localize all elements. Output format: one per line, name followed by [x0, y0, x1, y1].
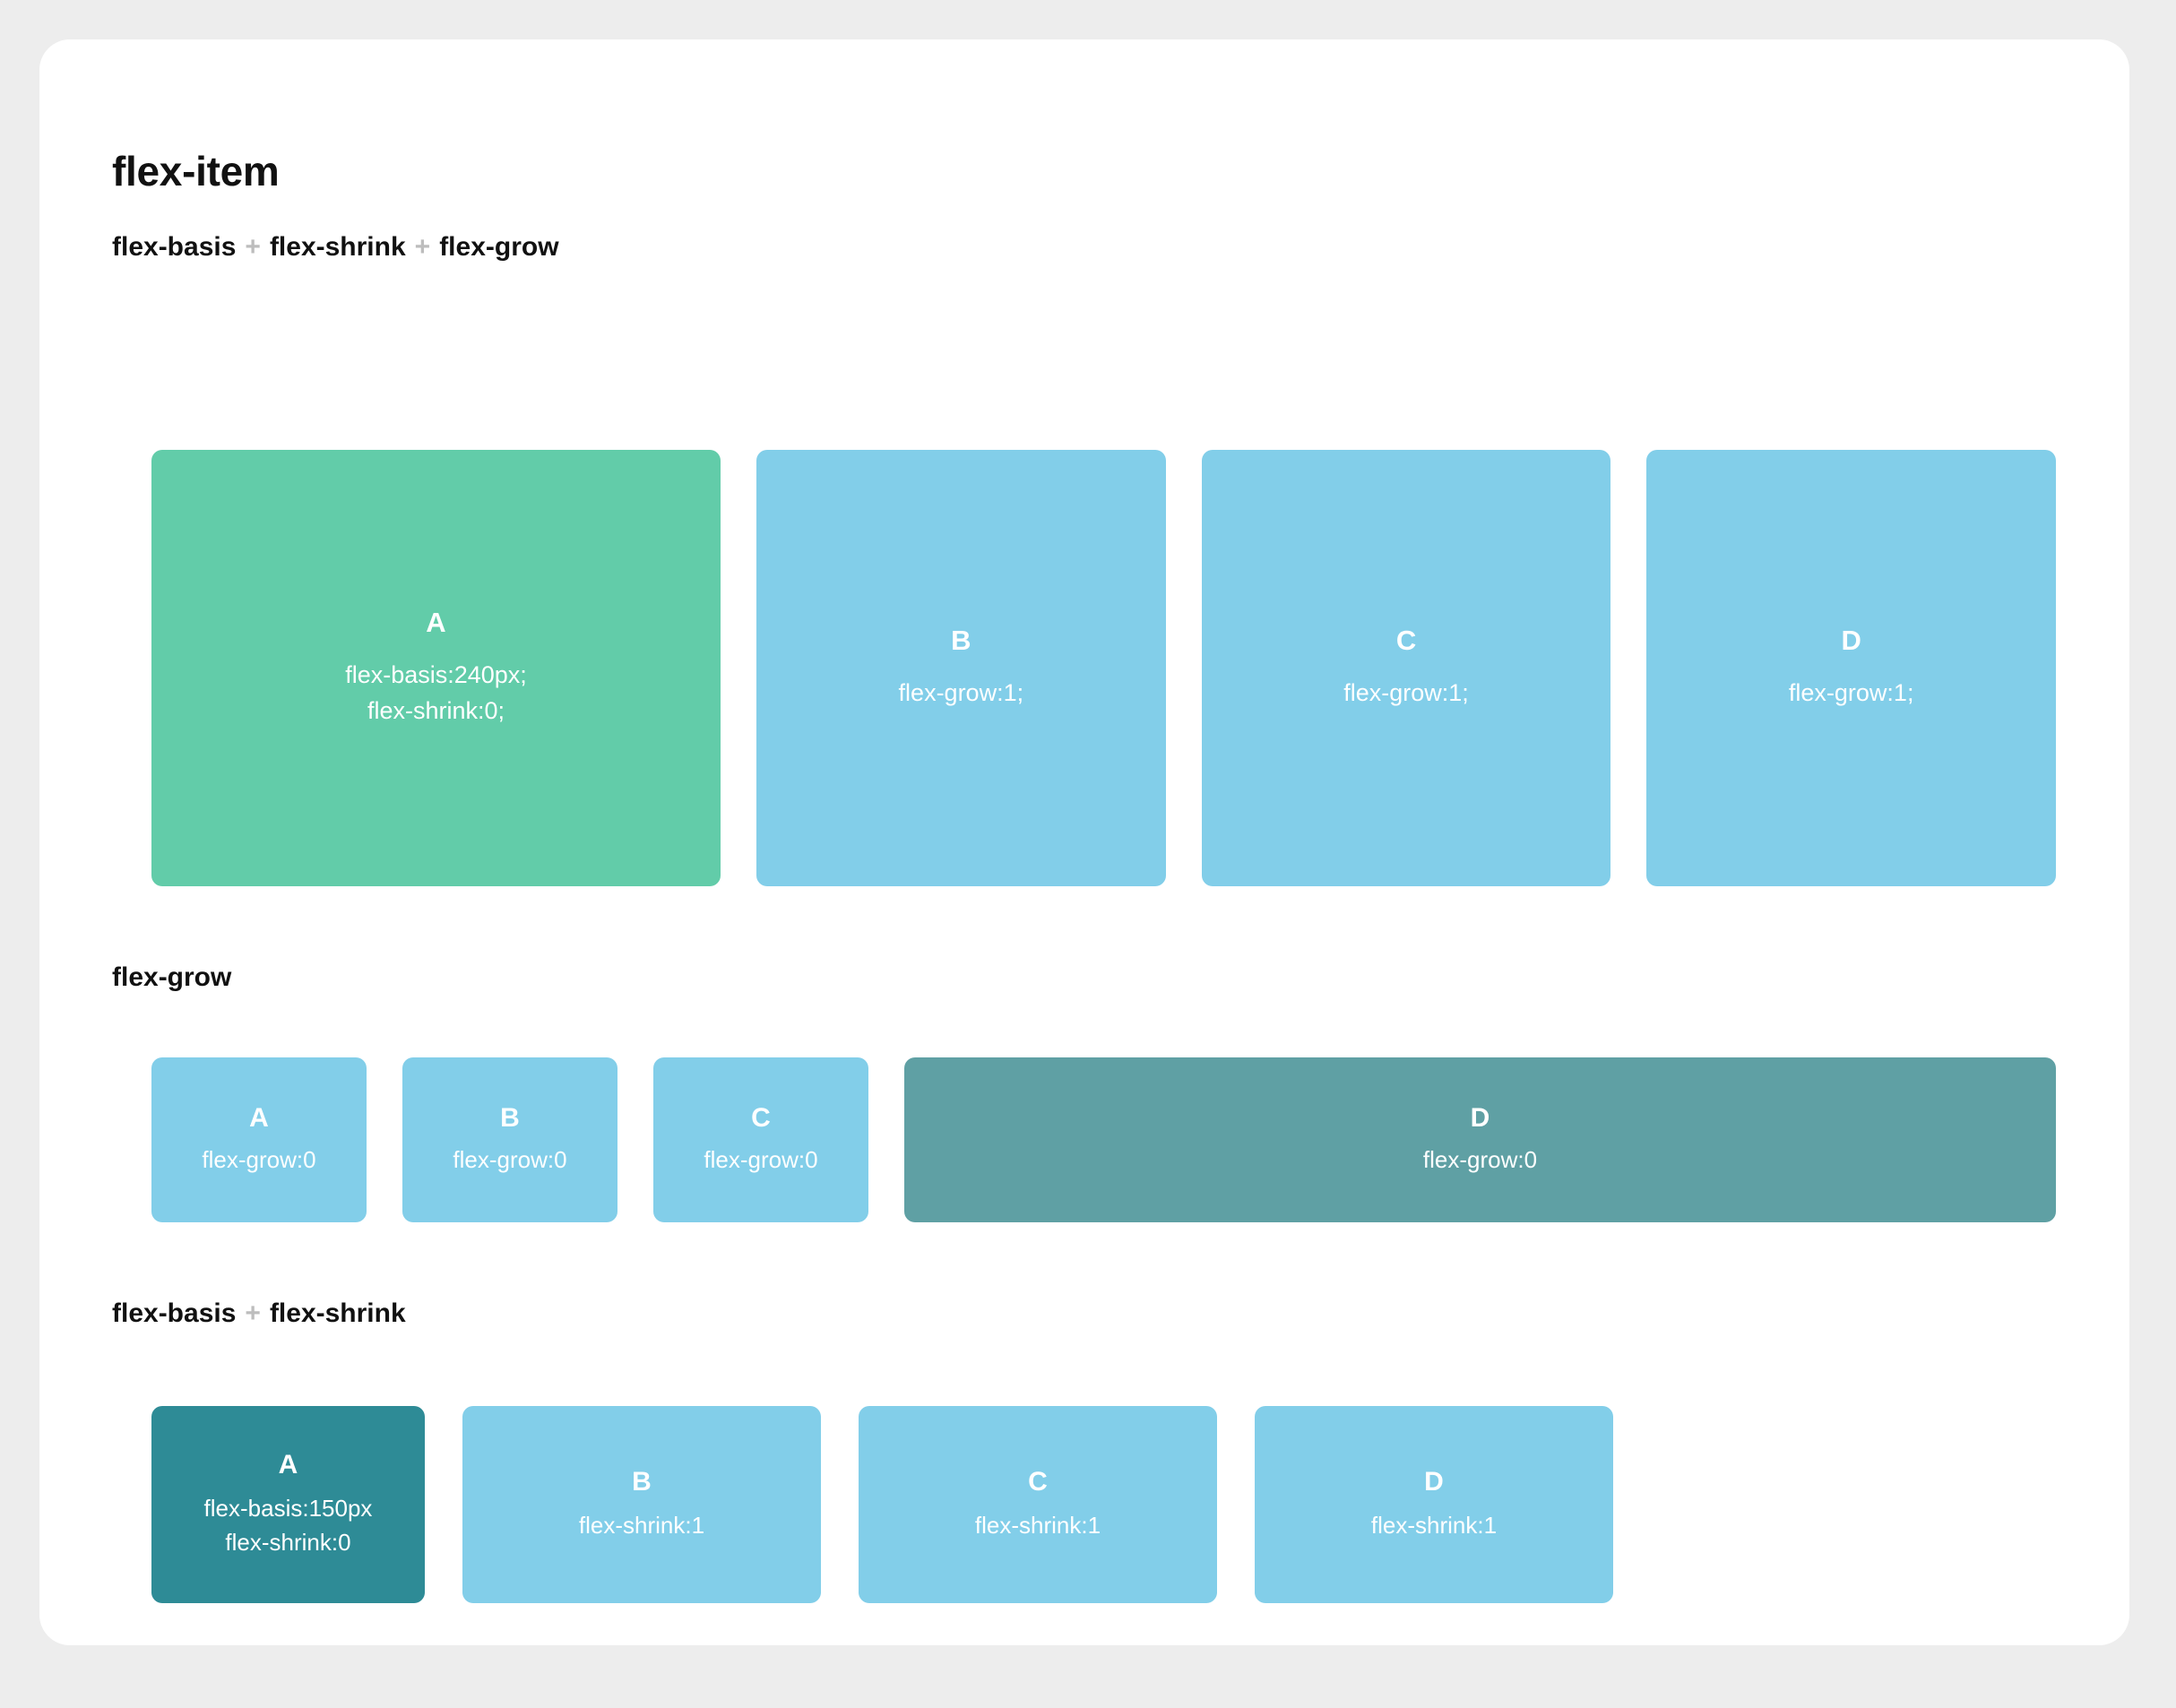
section-heading-grow: flex-grow: [112, 962, 231, 993]
flex-item-letter: D: [1841, 624, 1861, 656]
flex-item-a[interactable]: A flex-grow:0: [151, 1057, 367, 1222]
flex-item-a[interactable]: A flex-basis:150px flex-shrink:0: [151, 1406, 425, 1603]
section-heading-part: flex-grow: [112, 962, 232, 992]
flex-item-d[interactable]: D flex-grow:1;: [1646, 450, 2057, 886]
flex-item-a[interactable]: A flex-basis:240px; flex-shrink:0;: [151, 450, 721, 886]
flex-item-prop: flex-shrink:0: [225, 1528, 351, 1556]
flex-item-letter: B: [632, 1466, 652, 1497]
flex-item-prop: flex-shrink:1: [578, 1511, 705, 1539]
page-title: flex-item: [112, 148, 280, 194]
section-heading-part: flex-shrink: [269, 232, 406, 262]
flex-item-letter: B: [500, 1102, 520, 1133]
section-heading-part: flex-basis: [112, 1298, 237, 1328]
flex-container-basis-shrink: A flex-basis:150px flex-shrink:0 B flex-…: [151, 1406, 2056, 1603]
flex-item-prop: flex-shrink:1: [974, 1511, 1101, 1539]
flex-item-letter: B: [951, 624, 971, 656]
section-heading-basis-shrink: flex-basis + flex-shrink: [112, 1298, 406, 1329]
flex-item-b[interactable]: B flex-grow:0: [402, 1057, 617, 1222]
flex-item-b[interactable]: B flex-shrink:1: [462, 1406, 821, 1603]
flex-item-prop: flex-grow:1;: [1788, 678, 1914, 706]
flex-item-c[interactable]: C flex-grow:1;: [1201, 450, 1611, 886]
section-heading-part: flex-shrink: [269, 1298, 406, 1328]
flex-item-d[interactable]: D flex-shrink:1: [1255, 1406, 1613, 1603]
flex-item-letter: D: [1470, 1102, 1490, 1133]
flex-container-grow: A flex-grow:0 B flex-grow:0 C flex-grow:…: [151, 1057, 2056, 1222]
flex-item-c[interactable]: C flex-shrink:1: [859, 1406, 1217, 1603]
flex-item-letter: A: [249, 1102, 269, 1133]
plus-icon: +: [245, 1298, 261, 1328]
flex-item-prop: flex-shrink:0;: [367, 696, 505, 724]
flex-item-prop: flex-grow:1;: [1343, 678, 1469, 706]
plus-icon: +: [245, 232, 261, 262]
flex-item-letter: C: [1395, 624, 1417, 656]
section-heading-basis-shrink-grow: flex-basis + flex-shrink + flex-grow: [112, 232, 559, 263]
demo-card: flex-item flex-basis + flex-shrink + flex-gr…: [39, 39, 2129, 1645]
flex-item-letter: C: [751, 1102, 771, 1133]
flex-item-letter: A: [278, 1449, 298, 1479]
flex-item-letter: D: [1424, 1466, 1444, 1497]
flex-item-letter: A: [426, 607, 446, 639]
flex-item-prop: flex-grow:0: [453, 1145, 567, 1173]
flex-item-prop: flex-basis:240px;: [345, 661, 527, 689]
flex-item-prop: flex-grow:0: [1422, 1145, 1538, 1173]
flex-item-letter: C: [1028, 1466, 1048, 1497]
flex-container-basis-shrink-grow: A flex-basis:240px; flex-shrink:0; B fle…: [151, 450, 2057, 886]
flex-item-prop: flex-grow:0: [202, 1145, 316, 1173]
flex-item-prop: flex-grow:0: [704, 1145, 818, 1173]
flex-item-prop: flex-grow:1;: [898, 678, 1024, 706]
flex-item-d[interactable]: D flex-grow:0: [904, 1057, 2056, 1222]
section-heading-part: flex-grow: [439, 232, 559, 262]
flex-item-prop: flex-basis:150px: [203, 1494, 373, 1522]
flex-item-b[interactable]: B flex-grow:1;: [756, 450, 1166, 886]
flex-item-prop: flex-shrink:1: [1370, 1511, 1498, 1539]
section-heading-part: flex-basis: [112, 232, 237, 262]
flex-item-c[interactable]: C flex-grow:0: [653, 1057, 868, 1222]
plus-icon: +: [414, 232, 431, 262]
